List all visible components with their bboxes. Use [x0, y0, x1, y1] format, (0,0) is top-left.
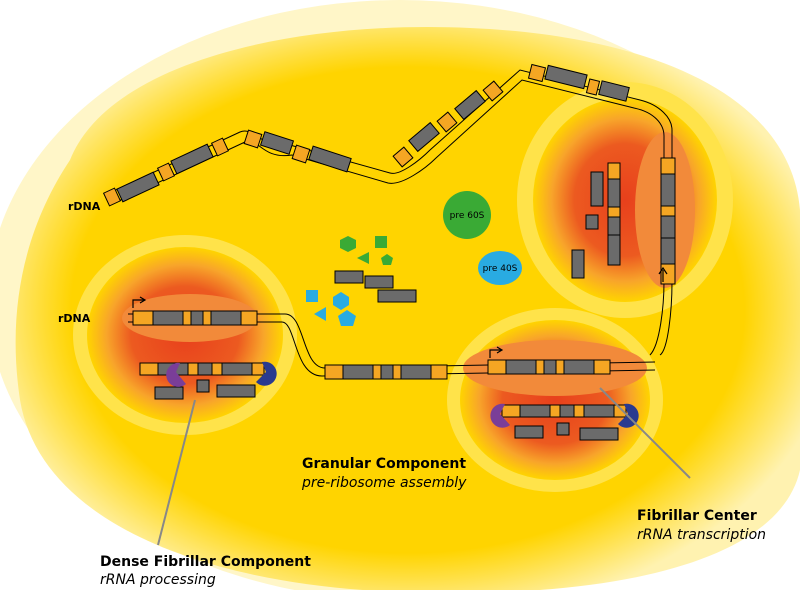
pre60s-label: pre 60S	[450, 211, 485, 221]
dense-title: Dense Fibrillar Component	[100, 554, 311, 570]
granular-title: Granular Component	[302, 456, 466, 472]
blue-hexagon	[333, 292, 349, 310]
blue-pentagon	[338, 310, 356, 326]
pre40s-particle	[478, 251, 522, 285]
rdna-strand-lower	[128, 313, 656, 377]
green-triangle	[357, 252, 369, 264]
rdna-label-top: rDNA	[68, 200, 101, 213]
pre40s-label: pre 40S	[483, 264, 518, 274]
pre-rrna-fragments	[334, 270, 417, 303]
processing-factor-purple-left	[166, 362, 186, 387]
ribosomal-proteins-green	[340, 236, 393, 265]
transcription-start-arrow-bottom	[489, 346, 504, 358]
transcription-start-arrow-right	[658, 266, 668, 282]
rdna-genes-right	[571, 157, 676, 285]
rdna-label-left: rDNA	[58, 312, 91, 325]
processing-factor-purple-bottom	[490, 403, 510, 428]
green-square	[375, 236, 387, 248]
fc-leader-line	[599, 387, 691, 479]
fibrillar-subtitle: rRNA transcription	[637, 527, 766, 543]
granular-subtitle: pre-ribosome assembly	[301, 475, 467, 491]
blue-square	[306, 290, 318, 302]
dense-subtitle: rRNA processing	[100, 572, 216, 588]
blue-triangle	[314, 307, 326, 321]
pre60s-particle	[443, 191, 491, 239]
transcription-start-arrow-left	[132, 296, 147, 308]
processing-factor-navy-left	[256, 361, 277, 386]
rdna-genes-top	[102, 63, 630, 207]
green-pentagon	[381, 254, 393, 265]
ribosomal-proteins-blue	[306, 290, 356, 326]
dfc-leader-line	[157, 399, 196, 546]
rdna-genes-lower	[132, 310, 611, 380]
fibrillar-title: Fibrillar Center	[637, 508, 757, 524]
rrna-processing-bottom	[501, 404, 627, 441]
green-hexagon	[340, 236, 356, 252]
